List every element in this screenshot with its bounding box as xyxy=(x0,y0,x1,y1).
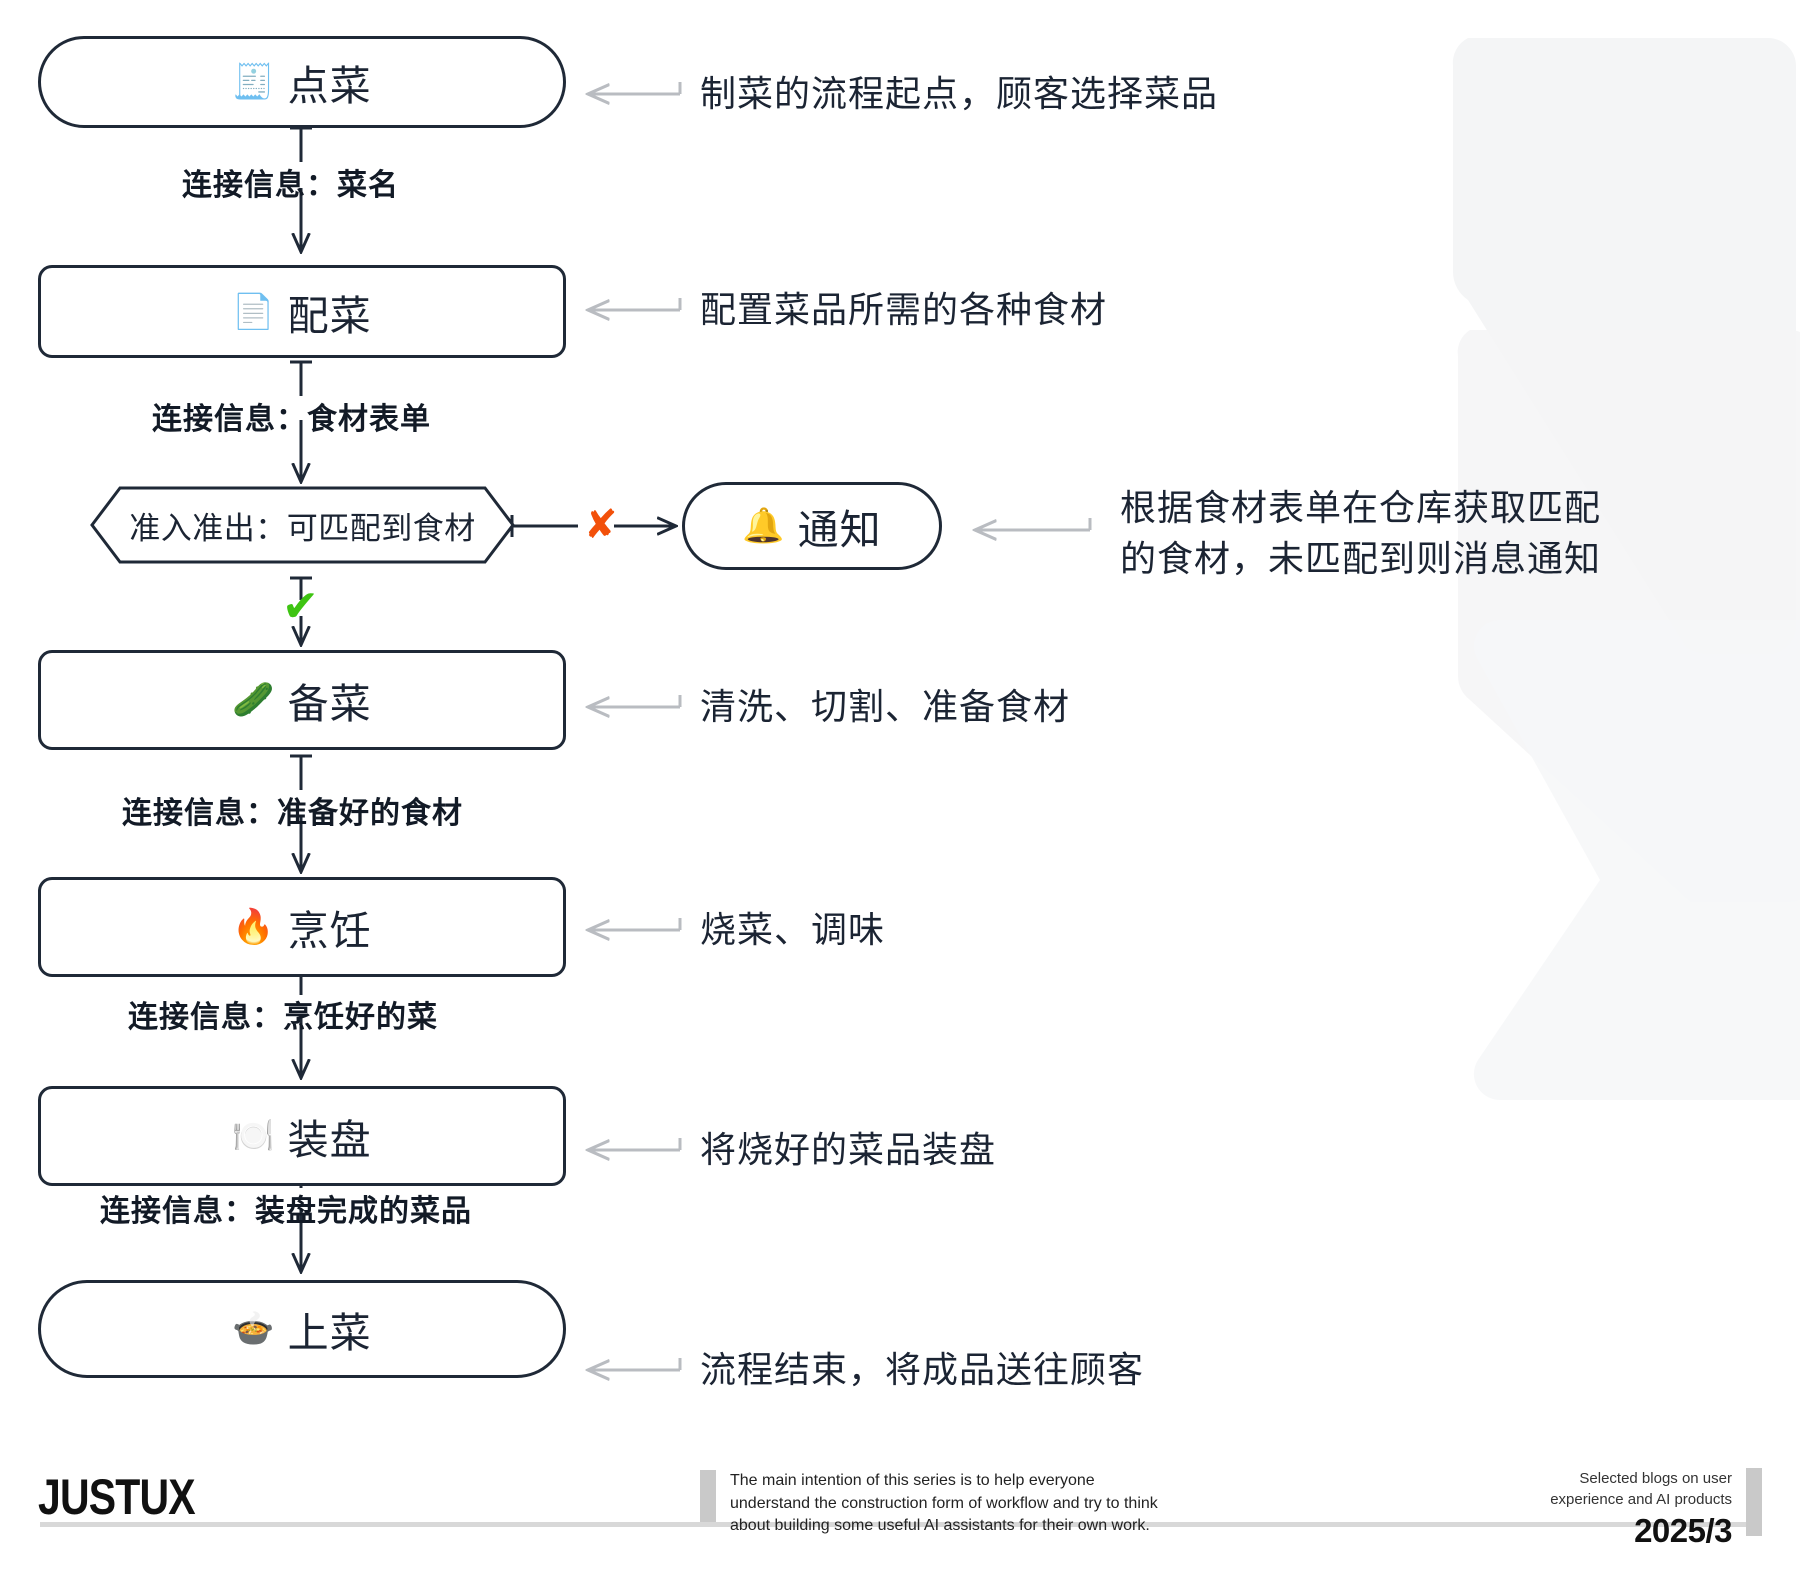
footer-meta-text: Selected blogs on user experience and AI… xyxy=(1550,1468,1732,1550)
footer-meta-line1: Selected blogs on user xyxy=(1579,1470,1732,1487)
page-icon: 📄 xyxy=(232,292,276,331)
annotation-plate: 将烧好的菜品装盘 xyxy=(700,1129,997,1170)
branch-fail-mark: ✘ xyxy=(584,503,618,547)
node-serve[interactable]: 🍲 上菜 xyxy=(38,1280,566,1378)
fire-icon: 🔥 xyxy=(232,908,276,946)
footer-meta-line2: experience and AI products xyxy=(1550,1491,1732,1508)
connector-label-5: 连接信息：装盘完成的菜品 xyxy=(100,1195,472,1228)
footer-description-text: The main intention of this series is to … xyxy=(730,1470,1158,1538)
page-footer: JUSTUX The main intention of this series… xyxy=(0,1468,1800,1588)
node-prep[interactable]: 📄 配菜 xyxy=(38,265,566,358)
node-notify[interactable]: 🔔 通知 xyxy=(682,482,942,570)
branch-pass-mark: ✔ xyxy=(282,582,319,631)
annotation-prep: 配置菜品所需的各种食材 xyxy=(700,289,1108,330)
node-notify-label: 通知 xyxy=(797,507,882,553)
brand-logo: JUSTUX xyxy=(38,1469,196,1525)
footer-divider xyxy=(40,1522,1760,1527)
footer-meta: Selected blogs on user experience and AI… xyxy=(1550,1468,1762,1550)
annotation-ready: 清洗、切割、准备食材 xyxy=(700,686,1071,727)
hexagon-shape xyxy=(90,486,515,564)
footer-year: 2025/3 xyxy=(1634,1512,1732,1549)
footer-desc-line1: The main intention of this series is to … xyxy=(730,1472,1095,1489)
dish-icon: 🍲 xyxy=(232,1310,276,1348)
annotation-order: 制菜的流程起点，顾客选择菜品 xyxy=(700,73,1219,114)
footer-accent-bar-right xyxy=(1746,1468,1762,1536)
annotation-cook: 烧菜、调味 xyxy=(700,909,886,950)
node-order-label: 点菜 xyxy=(287,63,372,109)
decision-label: 准入准出：可匹配到食材 xyxy=(129,510,476,546)
footer-desc-line2: understand the construction form of work… xyxy=(730,1494,1158,1512)
node-cook[interactable]: 🔥 烹饪 xyxy=(38,877,566,977)
connector-label-2: 连接信息：食材表单 xyxy=(152,403,431,436)
footer-description: The main intention of this series is to … xyxy=(700,1470,1158,1538)
node-ready[interactable]: 🥒 备菜 xyxy=(38,650,566,750)
connector-label-1: 连接信息：菜名 xyxy=(182,169,399,202)
footer-accent-bar-left xyxy=(700,1470,716,1522)
node-prep-label: 配菜 xyxy=(287,292,372,339)
node-cook-label: 烹饪 xyxy=(287,908,372,954)
receipt-icon: 🧾 xyxy=(232,63,276,101)
node-plate-label: 装盘 xyxy=(287,1117,372,1163)
footer-desc-line3: about building some useful AI assistants… xyxy=(730,1517,1150,1535)
node-ready-label: 备菜 xyxy=(287,681,372,727)
node-order[interactable]: 🧾 点菜 xyxy=(38,36,566,128)
connector-label-3: 连接信息：准备好的食材 xyxy=(122,797,463,830)
connector-label-4: 连接信息：烹饪好的菜 xyxy=(128,1001,438,1034)
annotation-notify: 根据食材表单在仓库获取匹配 的食材，未匹配到则消息通知 xyxy=(1120,482,1601,584)
vegetable-icon: 🥒 xyxy=(232,681,276,719)
node-serve-label: 上菜 xyxy=(287,1310,372,1356)
annotation-notify-line2: 的食材，未匹配到则消息通知 xyxy=(1120,538,1602,580)
annotation-notify-line1: 根据食材表单在仓库获取匹配 xyxy=(1120,487,1602,528)
decision-ingredient-match[interactable]: 准入准出：可匹配到食材 xyxy=(90,486,515,564)
node-plate[interactable]: 🍽️ 装盘 xyxy=(38,1086,566,1186)
bell-icon: 🔔 xyxy=(742,507,786,545)
plate-cutlery-icon: 🍽️ xyxy=(232,1117,276,1155)
annotation-serve: 流程结束，将成品送往顾客 xyxy=(700,1349,1145,1390)
